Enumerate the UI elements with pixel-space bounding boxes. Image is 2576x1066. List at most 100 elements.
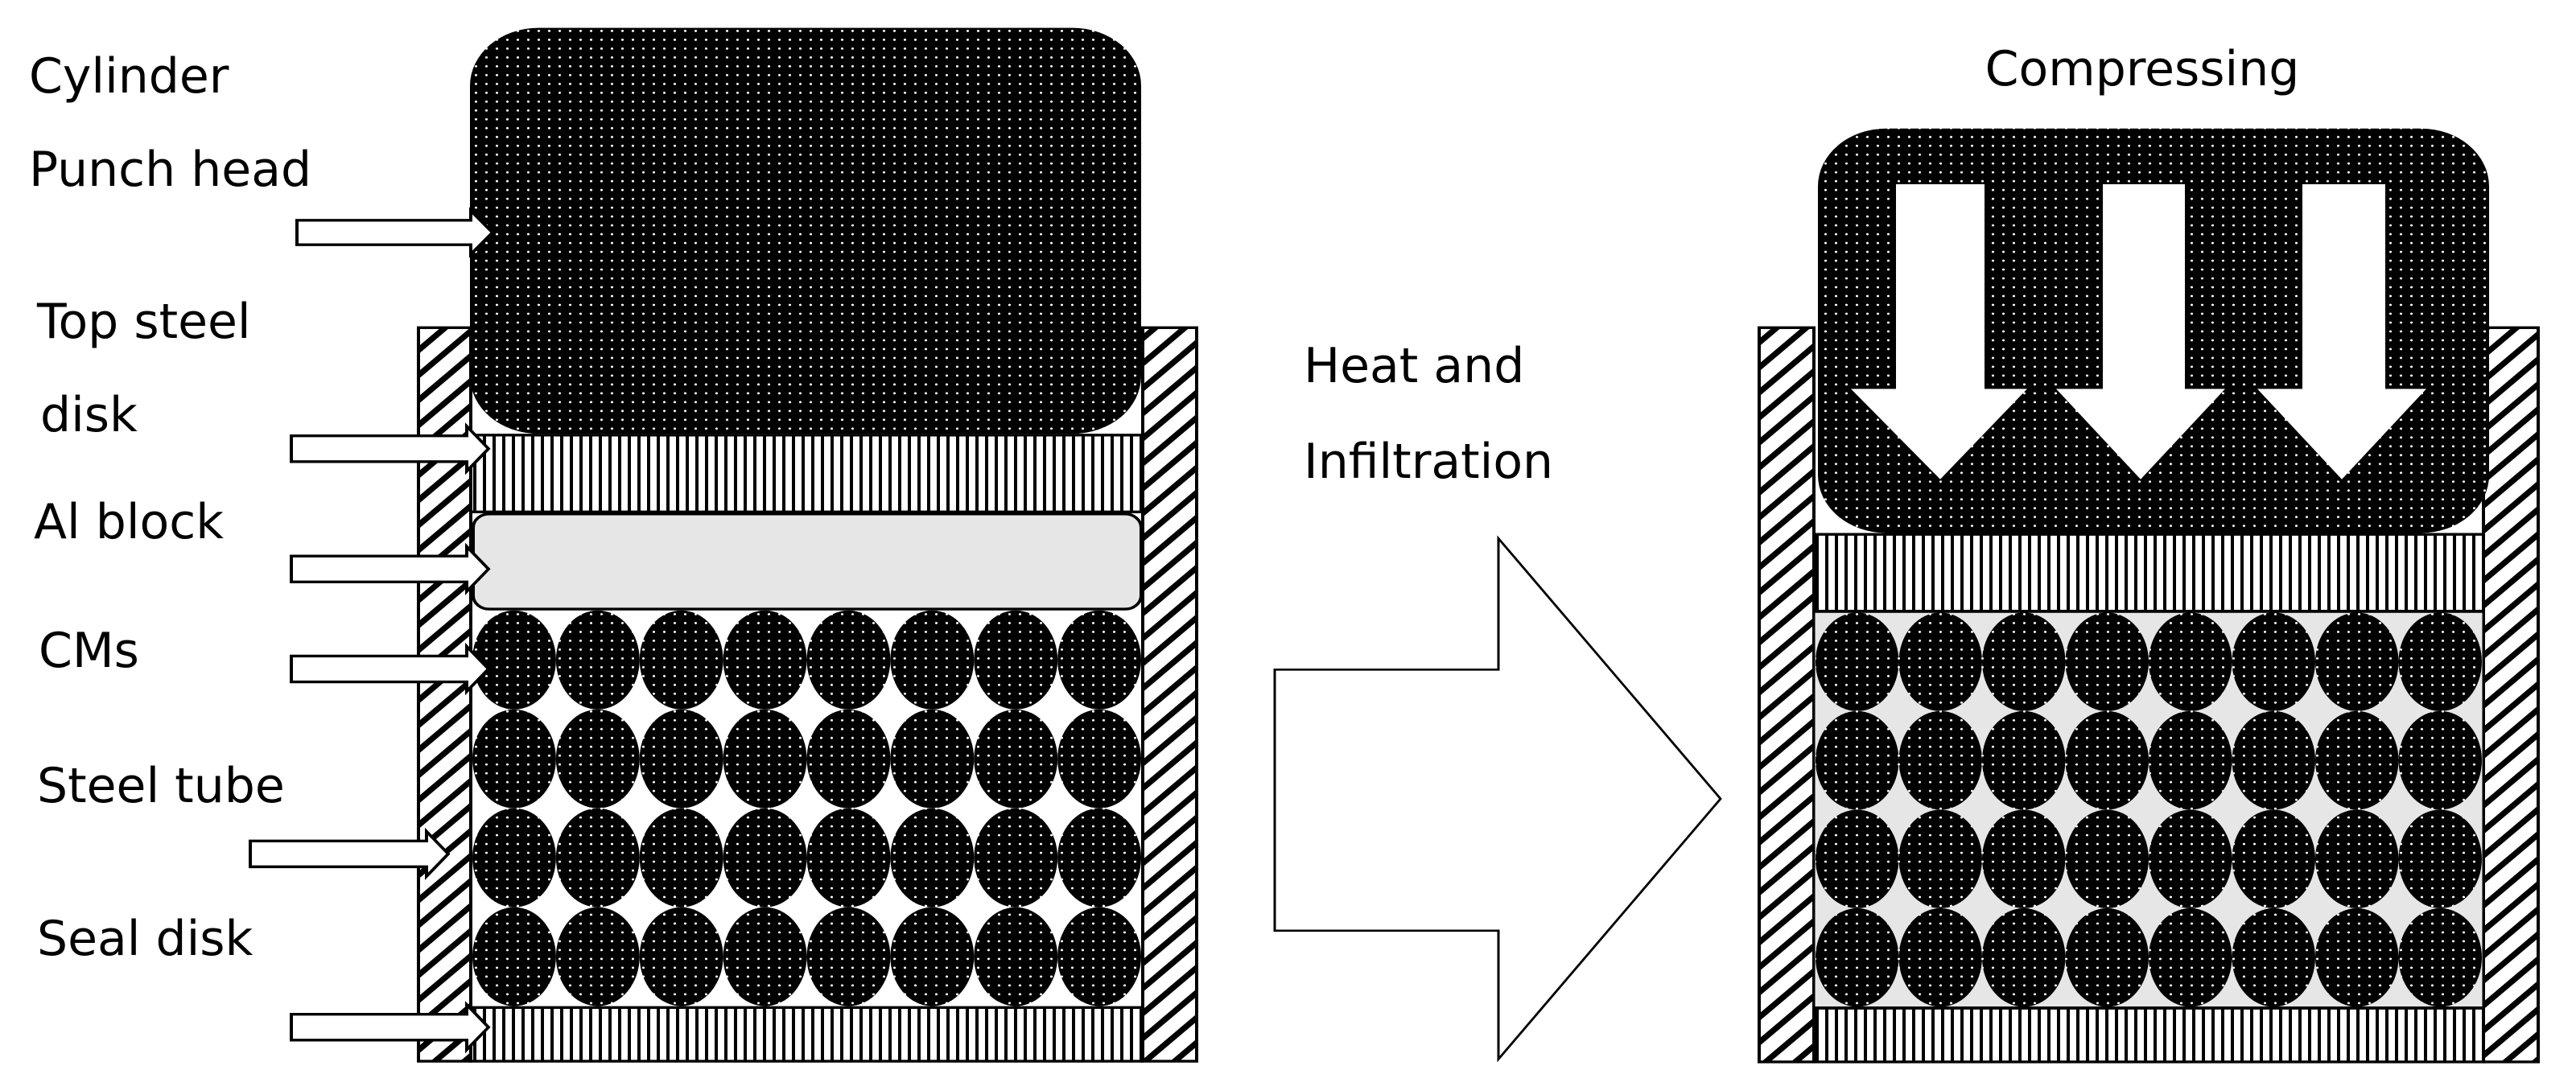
al-block [472,512,1143,611]
cm-ball [639,907,723,1006]
label-punch-head: Punch head [29,142,311,198]
label-arrows [249,207,495,1054]
al-block-pointer-arrow [290,542,491,595]
cm-ball [806,610,891,710]
cm-ball [2315,710,2399,810]
cm-ball [2315,809,2399,908]
top-steel-disk [469,434,1144,513]
punch-head [470,27,1141,434]
cm-ball [890,610,975,710]
cm-ball [1057,907,1141,1006]
cm-ball [1898,809,1982,908]
cm-ball [890,907,975,1006]
cm-ball [1816,908,1899,1007]
label-top-steel: Top steel [36,294,251,350]
cm-ball [555,709,640,809]
cm-ball [723,907,807,1006]
cm-ball [2232,908,2315,1007]
cm-ball [2149,612,2232,711]
cm-ball [555,610,640,710]
cm-ball [2398,908,2482,1007]
cm-ball [974,808,1058,908]
cm-ball [890,808,975,908]
cm-ball [2232,710,2315,810]
cm-ball [1982,710,2066,810]
cm-ball [1982,809,2066,908]
drawing [249,27,2540,1064]
cm-ball [472,907,556,1006]
cm-ball [974,709,1058,809]
cm-ball [806,709,891,809]
cm-ball [2398,710,2482,810]
cm-ball [555,808,640,908]
cm-ball [472,610,556,710]
cm-ball [2065,908,2149,1007]
seal-disk-pointer-arrow [290,1001,491,1054]
cm-ball [974,610,1058,710]
down-arrow-icon [1851,183,2027,479]
label-cylinder: Cylinder [29,48,229,105]
steel-tube-right-wall-compressed [2482,326,2540,1064]
cm-balls-left [472,610,1141,1006]
cm-ball [1898,612,1982,711]
cm-ball [2315,908,2399,1007]
cm-ball [1898,908,1982,1007]
down-arrow-icon [2257,183,2426,479]
cm-ball [2065,809,2149,908]
cm-ball [1982,612,2066,711]
punch-head-pointer-arrow [295,207,495,258]
label-heat-and: Heat and [1304,338,1524,394]
cm-ball [2149,710,2232,810]
cm-ball [1057,610,1141,710]
cm-ball [639,808,723,908]
label-steel-tube: Steel tube [37,758,285,814]
process-arrow [1273,535,1722,1063]
cm-ball [639,610,723,710]
cm-ball [2232,612,2315,711]
cm-ball [555,907,640,1006]
label-al-block: Al block [34,494,224,550]
seal-disk [469,1006,1144,1063]
cm-ball [2232,809,2315,908]
top-steel-disk-pointer-arrow [290,422,491,475]
steel-tube-right-wall [1141,326,1198,1063]
cm-ball [723,808,807,908]
label-disk: disk [40,387,138,443]
cm-ball [1057,808,1141,908]
cm-ball [472,808,556,908]
cm-ball [2398,809,2482,908]
right-assembly [1758,128,2540,1064]
cms-pointer-arrow [290,642,491,696]
cm-ball [1816,612,1899,711]
label-seal-disk: Seal disk [37,911,253,967]
cm-ball [806,808,891,908]
cm-ball [890,709,975,809]
label-infiltration: Infiltration [1304,434,1553,490]
cm-ball [1816,710,1899,810]
down-arrow-icon [2056,183,2225,479]
top-steel-disk-compressed [1812,533,2485,613]
cm-ball [1898,710,1982,810]
steel-tube-pointer-arrow [249,827,451,880]
cm-ball [2149,908,2232,1007]
cm-ball [806,907,891,1006]
cm-ball [1057,709,1141,809]
cm-ball [2398,612,2482,711]
compression-arrows [1851,183,2426,479]
cm-ball [2315,612,2399,711]
cm-ball [974,907,1058,1006]
cm-ball [639,709,723,809]
cm-ball [1816,809,1899,908]
label-compressing: Compressing [1985,41,2300,97]
cm-ball [723,610,807,710]
steel-tube-left-wall-compressed [1758,326,1816,1064]
left-assembly [417,27,1198,1063]
cm-ball [2065,612,2149,711]
seal-disk-compressed [1812,1006,2485,1064]
cm-ball [2149,809,2232,908]
cm-ball [1982,908,2066,1007]
cm-ball [2065,710,2149,810]
label-cms: CMs [39,623,139,679]
cm-ball [472,709,556,809]
